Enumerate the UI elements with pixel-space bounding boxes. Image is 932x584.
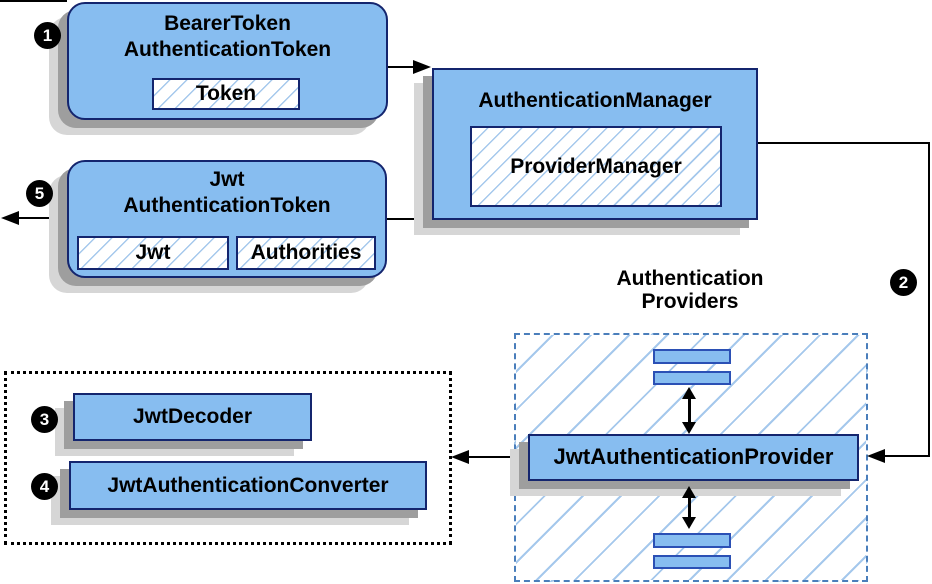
- token-field-label: Token: [195, 82, 257, 105]
- node-title-line: AuthenticationToken: [123, 38, 332, 61]
- provider-to-decoder-line: [468, 456, 528, 458]
- double-arrow-shaft: [688, 395, 691, 429]
- arrowhead-up-icon: [682, 387, 696, 399]
- node-title-line: BearerToken: [164, 12, 291, 35]
- token-field: Token: [152, 78, 300, 110]
- step2-vertical-line: [928, 142, 930, 457]
- into-provider-line: [884, 455, 930, 457]
- authorities-field: Authorities: [236, 236, 376, 270]
- jwt-field-label: Jwt: [135, 241, 171, 264]
- arrowhead-up-icon: [682, 486, 696, 498]
- jwt-authentication-provider-node: JwtAuthenticationProvider: [528, 434, 859, 481]
- step-3-badge: 3: [31, 406, 58, 433]
- incoming-request-line: [0, 0, 67, 2]
- node-title: AuthenticationManager: [478, 89, 712, 112]
- double-arrow-shaft: [688, 494, 691, 522]
- node-title: JwtAuthenticationConverter: [107, 474, 389, 497]
- step-5-badge: 5: [26, 180, 53, 207]
- jwt-field: Jwt: [77, 236, 229, 270]
- provider-manager-label: ProviderManager: [510, 154, 682, 178]
- arrowhead-down-icon: [682, 422, 696, 434]
- step-1-badge: 1: [34, 22, 61, 49]
- step-2-badge: 2: [890, 269, 917, 296]
- bearer-to-manager-line: [388, 66, 415, 68]
- authentication-providers-heading: Authentication Providers: [617, 267, 764, 313]
- manager-to-jwt-token-line: [387, 218, 433, 220]
- jwt-authentication-token-node: Jwt AuthenticationToken Jwt Authorities: [67, 160, 387, 278]
- arrowhead-left-icon: [1, 211, 19, 225]
- outgoing-result-line: [18, 217, 67, 219]
- node-title: JwtDecoder: [132, 405, 253, 428]
- heading-line: Authentication: [616, 267, 764, 290]
- authentication-manager-node: AuthenticationManager ProviderManager: [432, 68, 758, 220]
- jwt-decoder-node: JwtDecoder: [73, 393, 312, 441]
- manager-right-line: [758, 142, 930, 144]
- step-4-badge: 4: [31, 473, 58, 500]
- provider-placeholder-bar: [653, 533, 731, 548]
- jwt-authentication-converter-node: JwtAuthenticationConverter: [69, 461, 427, 510]
- provider-placeholder-bar: [653, 349, 731, 364]
- arrowhead-left-icon: [867, 449, 885, 463]
- node-title-line: Jwt: [209, 168, 245, 191]
- authorities-field-label: Authorities: [250, 241, 362, 264]
- provider-manager-field: ProviderManager: [470, 126, 722, 207]
- node-title-line: AuthenticationToken: [123, 194, 331, 217]
- arrowhead-down-icon: [682, 517, 696, 529]
- arrowhead-right-icon: [413, 60, 431, 74]
- bearer-token-authentication-token-node: BearerToken AuthenticationToken Token: [67, 2, 388, 120]
- arrowhead-left-icon: [451, 450, 469, 464]
- provider-placeholder-bar: [653, 371, 731, 385]
- node-title: JwtAuthenticationProvider: [553, 444, 834, 469]
- provider-placeholder-bar: [653, 555, 731, 569]
- heading-line: Providers: [641, 290, 739, 313]
